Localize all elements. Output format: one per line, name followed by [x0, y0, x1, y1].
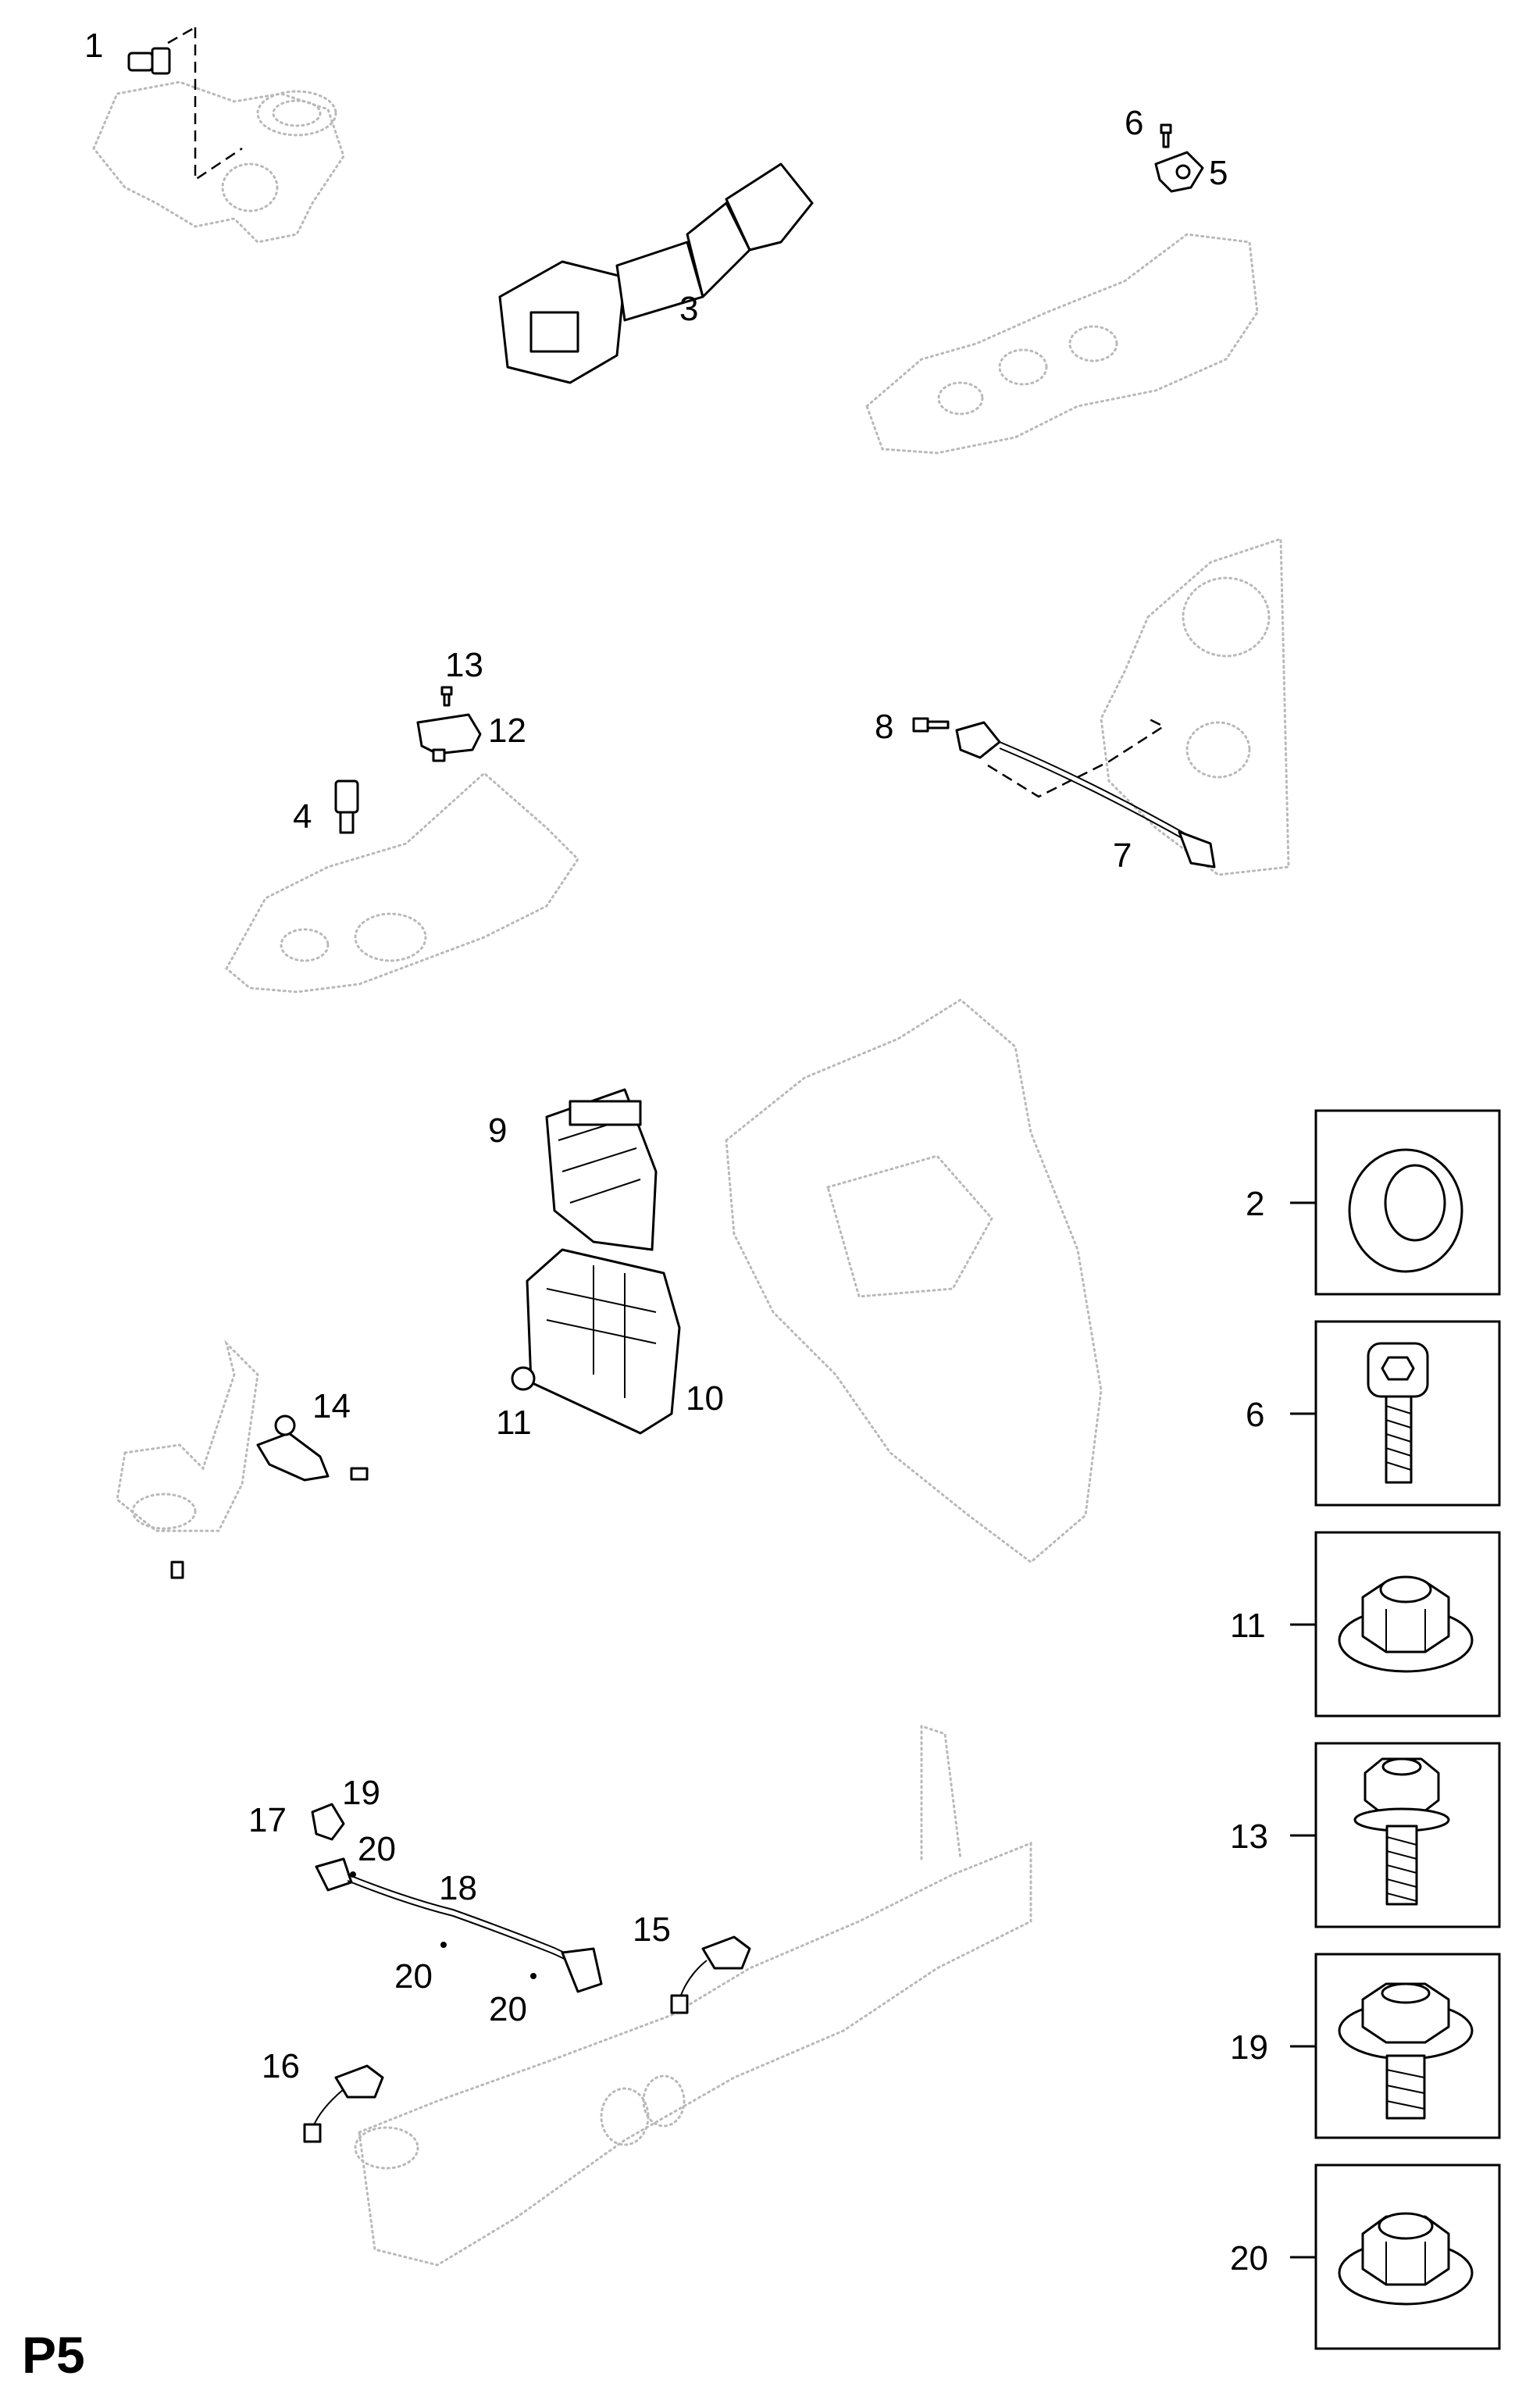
- callout-5: 5: [1209, 154, 1228, 192]
- part-15-exhaust-sensor: [670, 1935, 751, 2014]
- callout-15: 15: [633, 1910, 671, 1949]
- part-9-ecu: [545, 1088, 658, 1251]
- callout-1: 1: [84, 27, 103, 65]
- hardware-item-19: 19: [1230, 1953, 1501, 2139]
- socket-head-bolt-icon: [1367, 1342, 1429, 1484]
- callout-20-c: 20: [489, 1990, 527, 2028]
- hardware-item-6: 6: [1246, 1320, 1501, 1507]
- part-18-pressure-line: [315, 1857, 603, 1993]
- part-8-bolt: [912, 717, 950, 733]
- callout-labels: 1 3 6 5 13 12 4 8 7 9 14 11 10 19 17 20 …: [84, 27, 1228, 2085]
- part-13-screw: [440, 686, 453, 707]
- callout-10: 10: [686, 1379, 724, 1418]
- callout-17: 17: [248, 1801, 287, 1839]
- flange-nut-icon: [1338, 1575, 1474, 1673]
- part-1-sensor: [127, 26, 243, 182]
- part-17-bracket: [311, 1803, 345, 1841]
- callout-9: 9: [488, 1111, 507, 1150]
- part-20-nuts: [350, 1871, 537, 1979]
- callout-4: 4: [293, 797, 312, 836]
- hardware-number: 20: [1230, 2239, 1268, 2278]
- engine-block-ghost: [1100, 537, 1290, 876]
- part-5-map-sensor: [1154, 151, 1204, 193]
- part-10-bracket: [526, 1248, 681, 1435]
- callout-8: 8: [875, 708, 893, 746]
- egr-pipe-ghost: [116, 1339, 259, 1532]
- part-7-crank-sensor: [955, 717, 1216, 869]
- hardware-number: 2: [1246, 1185, 1264, 1223]
- flange-bolt-icon: [1353, 1757, 1450, 1906]
- hardware-item-2: 2: [1246, 1109, 1501, 1296]
- cylinder-head-ghost: [865, 233, 1259, 455]
- part-12-sensor: [416, 713, 482, 762]
- callout-19: 19: [342, 1774, 380, 1812]
- hardware-number: 13: [1230, 1817, 1268, 1856]
- washer-icon: [1348, 1148, 1463, 1273]
- part-11-nut: [511, 1366, 536, 1391]
- hardware-item-11: 11: [1230, 1531, 1501, 1718]
- callout-3: 3: [679, 290, 698, 328]
- part-3-sensor: [498, 162, 814, 384]
- callout-16: 16: [262, 2047, 300, 2085]
- hardware-item-20: 20: [1230, 2163, 1501, 2350]
- callout-11: 11: [496, 1404, 532, 1442]
- exhaust-manifold-ghost: [225, 771, 579, 993]
- part-14-bracket: [170, 1414, 369, 1579]
- hardware-item-13: 13: [1230, 1742, 1501, 1928]
- part-16-exhaust-sensor: [303, 2064, 384, 2143]
- hardware-number: 11: [1230, 1607, 1266, 1645]
- hex-flange-bolt-icon: [1338, 1982, 1474, 2120]
- callout-18: 18: [439, 1869, 477, 1907]
- hex-flange-nut-icon: [1338, 2212, 1474, 2306]
- callout-20-a: 20: [358, 1830, 396, 1868]
- callout-20-b: 20: [394, 1957, 433, 1996]
- hardware-number: 19: [1230, 2028, 1268, 2067]
- front-subframe-ghost: [725, 998, 1103, 1564]
- callout-7: 7: [1113, 836, 1132, 875]
- callout-12: 12: [488, 712, 526, 750]
- callout-6: 6: [1125, 104, 1143, 142]
- thermostat-housing-ghost: [92, 80, 345, 244]
- hardware-panel: 2 6 11: [1230, 1109, 1501, 2350]
- callout-13: 13: [445, 646, 483, 684]
- part-4-temp-sensor: [334, 779, 359, 834]
- part-6-screw: [1160, 123, 1172, 148]
- exhaust-system-ghost: [354, 1724, 1032, 2267]
- callout-14: 14: [312, 1387, 351, 1425]
- page-label: P5: [22, 2326, 85, 2384]
- hardware-number: 6: [1246, 1396, 1264, 1434]
